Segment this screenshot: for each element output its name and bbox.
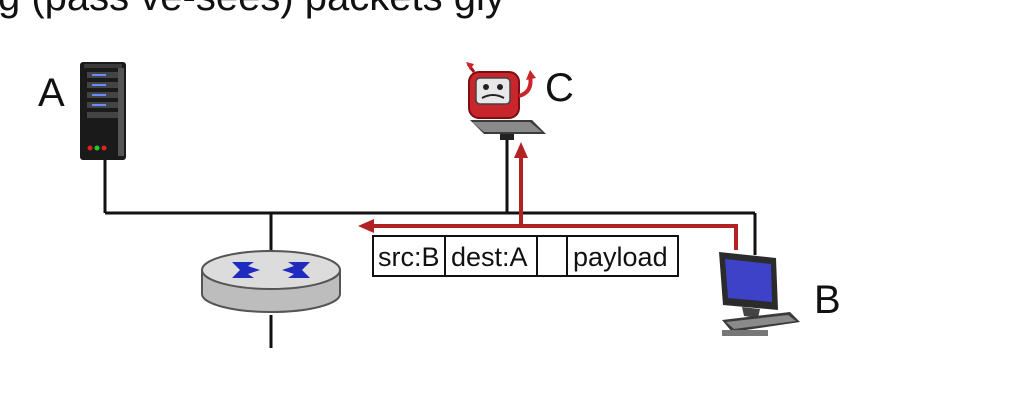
- node-a-label: A: [38, 71, 65, 115]
- node-c-label: C: [545, 66, 574, 110]
- packet-src-field: src:B: [378, 242, 440, 272]
- devil-computer-icon: [466, 62, 546, 140]
- packet-payload-field: payload: [573, 242, 668, 272]
- desktop-computer-icon: [719, 252, 800, 336]
- node-b-label: B: [814, 278, 841, 322]
- packet-frame: src:B dest:A payload: [373, 236, 678, 276]
- arrowhead-up-icon: [514, 142, 528, 158]
- arrowhead-left-icon: [358, 219, 374, 233]
- server-icon: [80, 62, 126, 160]
- packet-dest-field: dest:A: [451, 242, 528, 272]
- clipped-heading-text: g (pass ve-sees) packets gly: [0, 0, 505, 19]
- router-icon: [202, 251, 340, 312]
